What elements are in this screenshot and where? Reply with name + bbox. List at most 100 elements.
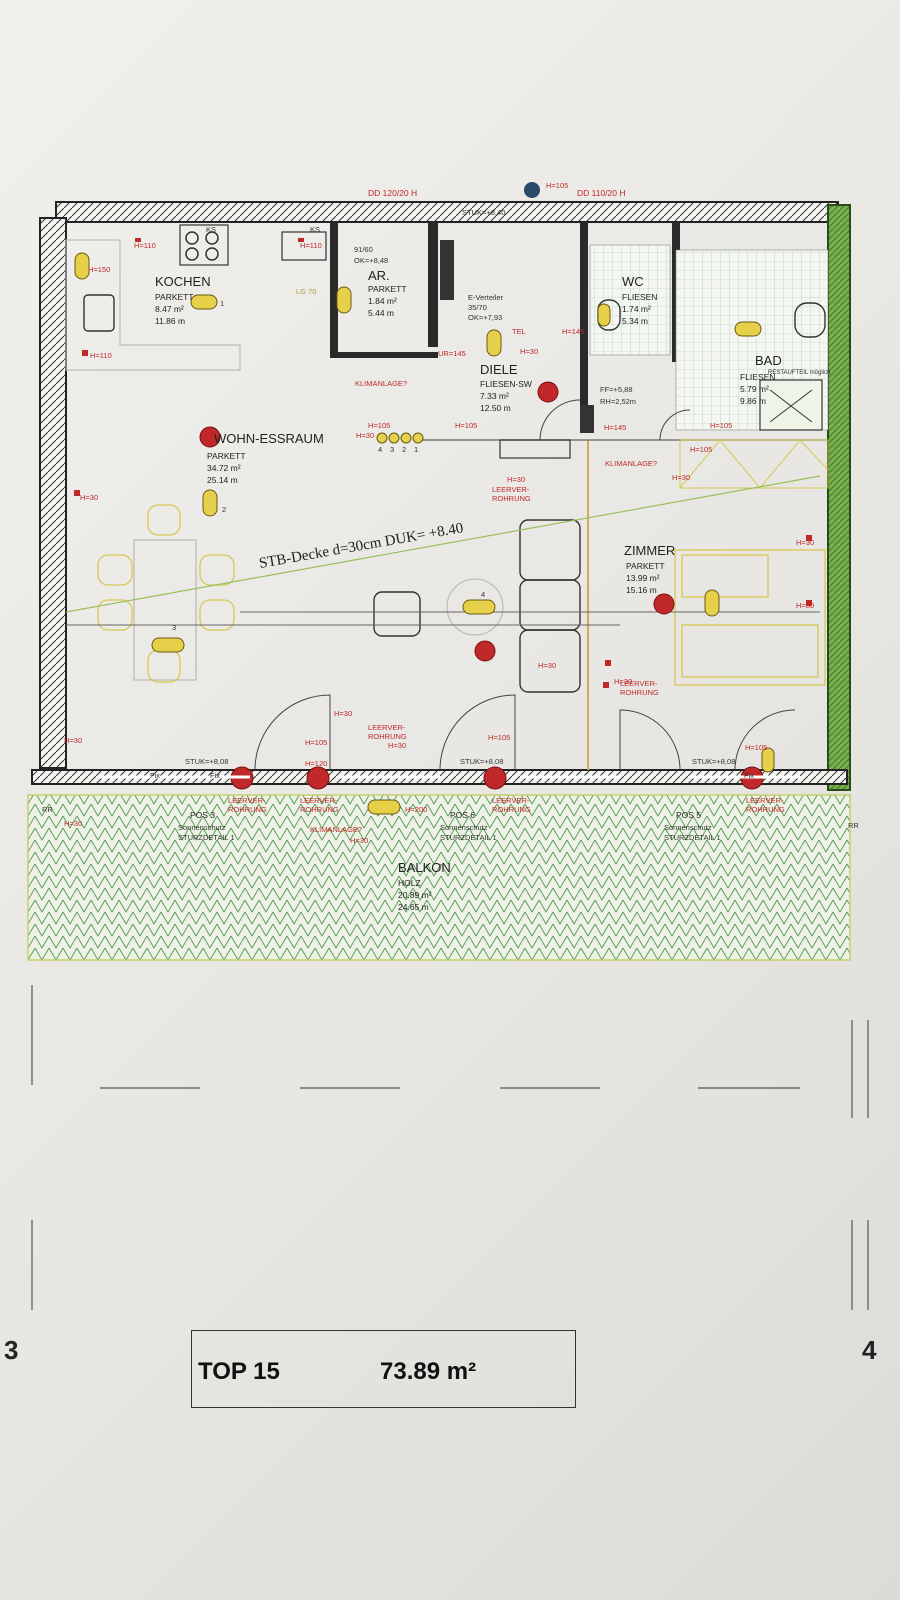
h105-bottom-2: H=105 [488,733,510,742]
ar-ok: OK=+8,48 [354,256,388,265]
bad-note: RESTAUFTEIL möglich [768,370,830,376]
h30-bottom-2: H=30 [388,741,406,750]
h120-bottom: H=120 [305,759,327,768]
room-balkon-name: BALKON [398,860,451,875]
room-zimmer-perimeter: 15.16 m [626,585,657,595]
h30-zimmer-right: H=30 [796,538,814,547]
klima-label-1: KLIMANLAGE? [355,379,407,388]
h150-label: H=150 [88,265,110,274]
room-kochen-area: 8.47 m² [155,304,184,314]
dd-left: DD 120/20 H [368,188,417,198]
fuse-box [580,405,594,433]
h145-wc: H=145 [604,423,626,432]
leer-b1a: LEERVER- [228,796,266,805]
h30-balcony-1: H=30 [64,819,82,828]
h200-label: H=200 [405,805,427,814]
h30-sofa: H=30 [538,661,556,670]
h30-wohn: H=30 [356,431,374,440]
leer-b2b: ROHRUNG [300,805,339,814]
fridge [281,231,327,261]
leer-2b: ROHRUNG [620,688,659,697]
wohnen-mark: 2 [222,505,226,514]
coffee-table [446,578,504,636]
fix-3: Fix [744,771,754,780]
leer-b3a: LEERVER- [492,796,530,805]
room-diele-name: DIELE [480,362,518,377]
room-zimmer-area: 13.99 m² [626,573,660,583]
wall-ar-bottom [330,352,438,358]
dining-table [133,539,197,681]
room-bad-floor: FLIESEN [740,372,775,382]
ur-label: UR=145 [438,349,466,358]
lg-label: LG 70 [296,287,316,296]
stuk-bottom-1: STUK=+8,08 [185,757,228,766]
h105-bottom-1: H=105 [305,738,327,747]
pos5-sonnen: Sonnenschutz [664,823,712,832]
room-wohnen-floor: PARKETT [207,451,246,461]
diele-verteiler-ok: OK=+7,93 [468,313,502,322]
room-balkon-area: 20.89 m² [398,890,432,900]
room-diele-floor: FLIESEN-SW [480,379,532,389]
room-kochen-perimeter: 11.86 m [155,316,185,326]
h30-zim: H=30 [672,473,690,482]
rr-left: RR [42,805,53,814]
room-wc-area: 1.74 m² [622,304,651,314]
room-wohnen-area: 34.72 m² [207,463,241,473]
room-balkon-floor: HOLZ [398,878,421,888]
room-wc-floor: FLIESEN [622,292,657,302]
dimension-lines [31,985,869,1310]
leer-3a: LEERVER- [368,723,406,732]
diele-verteiler-size: 35/70 [468,303,487,312]
room-wohnen-perimeter: 25.14 m [207,475,238,485]
wall-wc-floor [589,244,671,356]
diele-verteiler: E-Verteiler [468,293,504,302]
ceiling-line [65,475,821,613]
stove [179,224,229,266]
leer-b3b: ROHRUNG [492,805,531,814]
axis-label-right: 4 [862,1335,877,1365]
klima-label-2: KLIMANLAGE? [605,459,657,468]
h105-diele: H=105 [455,421,477,430]
axis-label-left: 3 [4,1335,19,1365]
klima-label-3: KLIMANLAGE? [310,825,362,834]
pos6-sturz: STURZDETAIL 1 [440,833,497,842]
h30-bottom-1: H=30 [334,709,352,718]
circuit-2: 2 [402,445,406,454]
h105-bottom-3: H=105 [745,743,767,752]
rr-right: RR [848,821,859,830]
rh-label: RH=2,52m [600,397,636,406]
room-kochen-floor: PARKETT [155,292,194,302]
room-bad-area: 5.79 m² [740,384,769,394]
kochen-mark: 1 [220,299,224,308]
e-verteiler [440,240,454,300]
room-diele-area: 7.33 m² [480,391,509,401]
leer-2a: LEERVER- [620,679,658,688]
bed [674,549,826,686]
circuit-4: 4 [378,445,382,454]
room-kochen-name: KOCHEN [155,274,211,289]
closet-hatch [679,439,829,489]
outlets [74,252,775,815]
pos6-label: POS 6 [450,810,475,820]
circuit-3: 3 [390,445,394,454]
unit-title: TOP 15 [198,1358,280,1385]
room-wc-perimeter: 5.34 m [622,316,648,326]
h30-diele: H=30 [520,347,538,356]
h80-label: H=80 [796,601,814,610]
room-zimmer-floor: PARKETT [626,561,665,571]
h105-top: H=105 [546,181,568,190]
leer-1b: ROHRUNG [492,494,531,503]
top-connection [524,182,540,198]
stuk-bottom-3: STUK=+8,08 [692,757,735,766]
room-bad-name: BAD [755,353,782,368]
h110-left: H=110 [90,351,112,360]
leer-b2a: LEERVER- [300,796,338,805]
unit-area: 73.89 m² [380,1358,477,1385]
circuit-1: 1 [414,445,418,454]
dining-chairs [97,504,235,683]
small-red-markers [74,238,812,688]
room-ar-area: 1.84 m² [368,296,397,306]
dd-right: DD 110/20 H [577,188,626,198]
wall-ar [330,222,338,357]
